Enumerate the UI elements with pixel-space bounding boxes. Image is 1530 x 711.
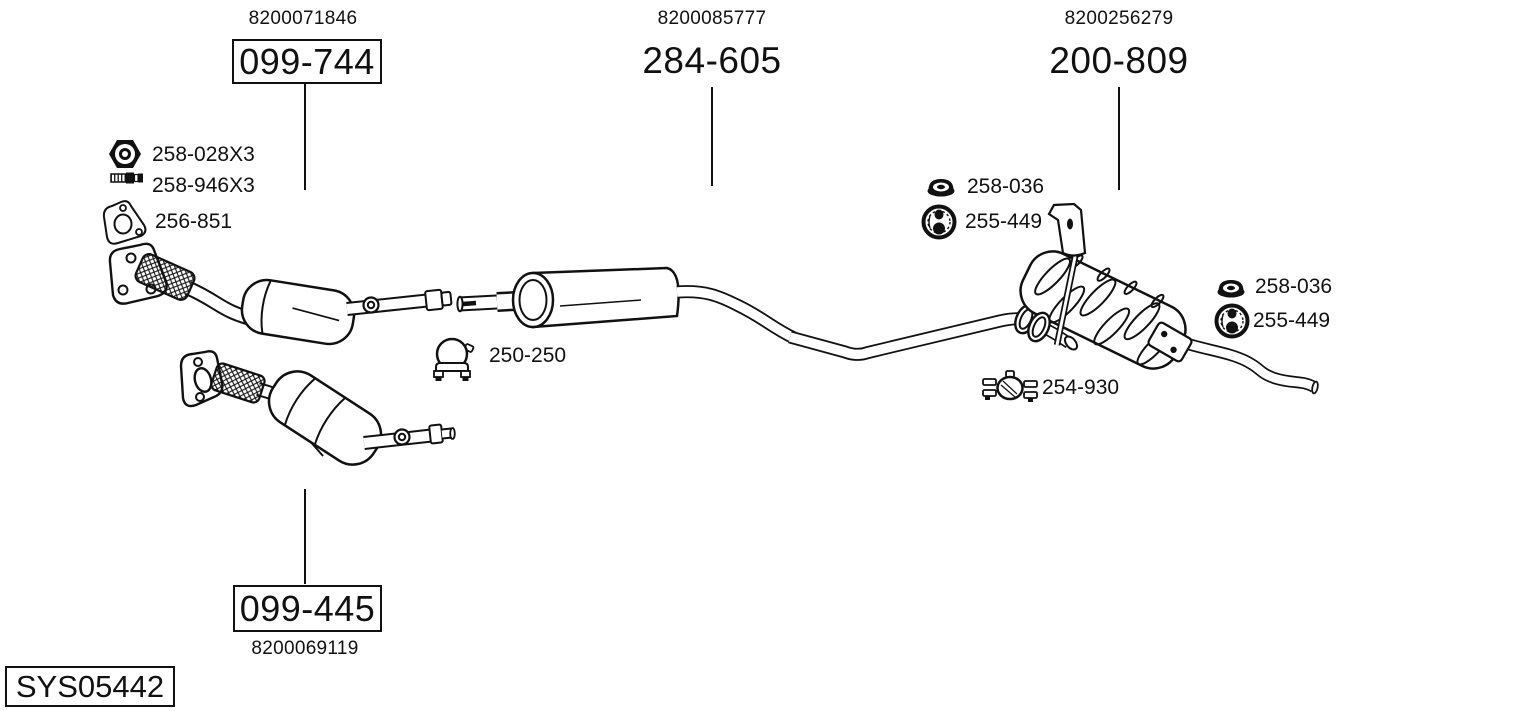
stud-bolt-icon	[110, 171, 144, 185]
pipe-clamp-icon	[428, 332, 476, 382]
oe-ref-middle-silencer: 8200085777	[657, 8, 767, 29]
fitting-label-nut: 258-028X3	[152, 143, 255, 166]
system-code-box: SYS05442	[5, 666, 175, 707]
fitting-label-double-clamp: 254-930	[1042, 376, 1120, 399]
double-clamp-icon	[982, 370, 1038, 404]
part-number-box-lower-catalyst: 099-445	[233, 585, 382, 632]
rubber-hanger-icon	[921, 203, 957, 241]
fitting-label-stud: 258-946X3	[152, 174, 255, 197]
part-number-rear-silencer: 200-809	[1049, 40, 1189, 81]
fitting-label-hanger-1: 255-449	[965, 210, 1043, 233]
gasket-icon	[101, 199, 149, 245]
oe-ref-front-catalyst: 8200071846	[248, 8, 358, 29]
rubber-hanger-icon	[1214, 302, 1250, 340]
part-number-box-front-catalyst: 099-744	[232, 39, 382, 84]
fitting-label-buffer-1: 258-036	[967, 175, 1045, 198]
fitting-label-gasket: 256-851	[155, 210, 233, 233]
fitting-label-hanger-2: 255-449	[1253, 309, 1331, 332]
fitting-label-pipe-clamp: 250-250	[489, 344, 567, 367]
fitting-label-buffer-2: 258-036	[1255, 275, 1333, 298]
rubber-buffer-icon	[1216, 276, 1246, 298]
oe-ref-lower-catalyst: 8200069119	[251, 638, 359, 659]
oe-ref-rear-silencer: 8200256279	[1064, 8, 1174, 29]
rubber-buffer-icon	[926, 175, 956, 197]
hex-nut-icon	[107, 137, 143, 171]
part-number-middle-silencer: 284-605	[642, 40, 782, 81]
